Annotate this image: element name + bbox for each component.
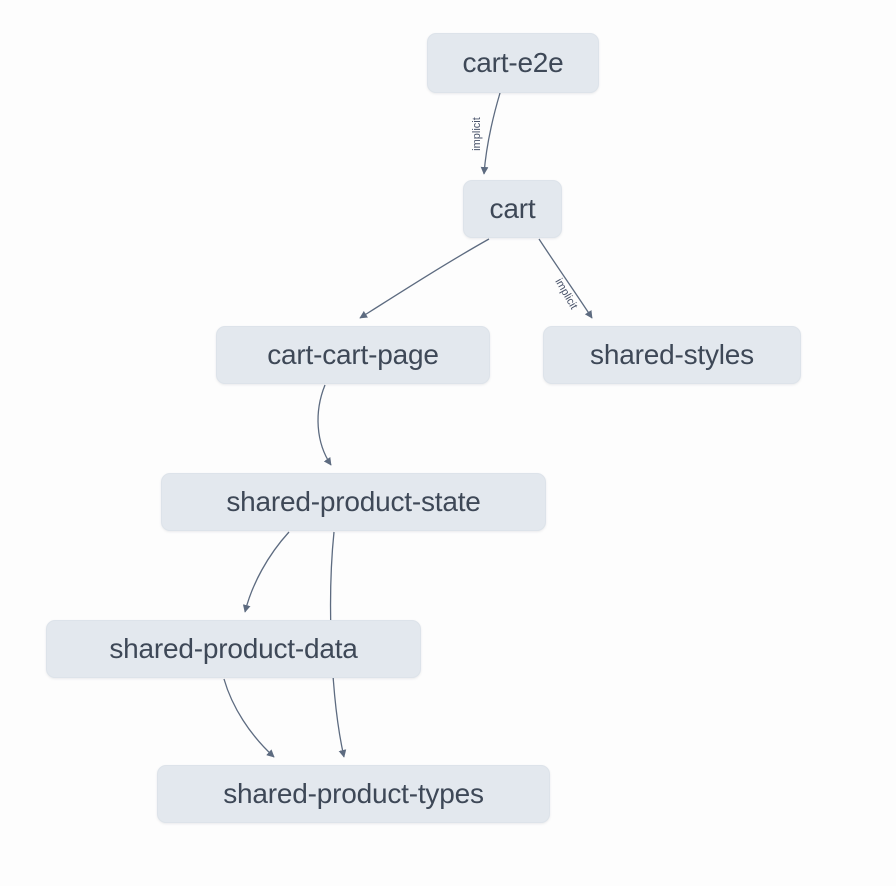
graph-node-shared-product-types[interactable]: shared-product-types (157, 765, 550, 823)
graph-node-label: shared-product-data (109, 633, 358, 664)
graph-node-label: shared-product-types (223, 778, 484, 809)
graph-node-cart-cart-page[interactable]: cart-cart-page (216, 326, 490, 384)
edge-cart-e2e-to-cart (480, 92, 501, 175)
edge-cart-to-shared-styles (538, 238, 593, 319)
graph-node-shared-product-state[interactable]: shared-product-state (161, 473, 546, 531)
graph-node-label: cart-cart-page (267, 339, 439, 370)
graph-node-label: cart-e2e (462, 47, 564, 78)
graph-node-cart[interactable]: cart (463, 180, 562, 238)
graph-node-label: cart (489, 193, 536, 224)
graph-node-cart-e2e[interactable]: cart-e2e (427, 33, 599, 93)
edge-shared-product-data-to-shared-product-types (223, 678, 275, 758)
edge-cart-cart-page-to-shared-product-state (317, 384, 332, 466)
graph-node-shared-product-data[interactable]: shared-product-data (46, 620, 421, 678)
edge-shared-product-state-to-shared-product-data (242, 531, 290, 613)
edge-cart-to-cart-cart-page (359, 238, 490, 319)
graph-node-shared-styles[interactable]: shared-styles (543, 326, 801, 384)
graph-node-label: shared-product-state (226, 486, 481, 517)
graph-node-label: shared-styles (590, 339, 754, 370)
edge-label-implicit-cart-e2e-cart: implicit (471, 117, 483, 151)
